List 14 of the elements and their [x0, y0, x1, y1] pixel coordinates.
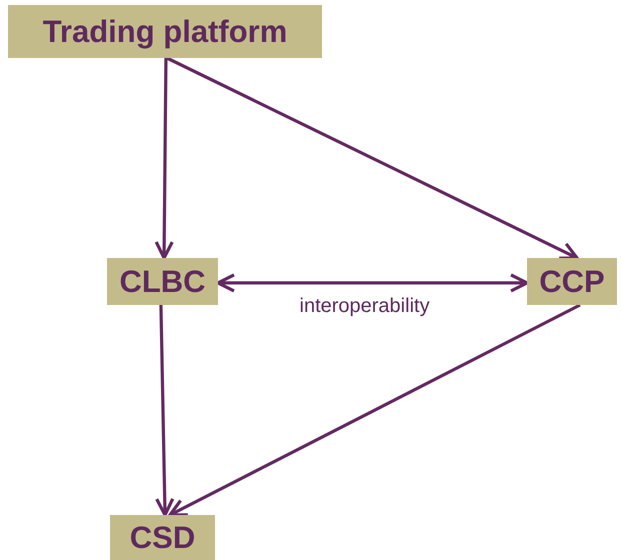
process-box — [527, 258, 617, 305]
edge-label: interoperability — [298, 294, 432, 318]
box-label: CSD — [130, 520, 196, 556]
process-box — [8, 5, 322, 58]
box-label: Trading platform — [42, 14, 288, 50]
box-label: CCP — [539, 264, 605, 300]
arrow — [166, 56, 579, 260]
arrow — [154, 58, 174, 260]
arrow — [168, 304, 581, 517]
arrow — [216, 273, 529, 292]
arrow — [155, 304, 174, 517]
box-label: CLBC — [119, 264, 206, 300]
process-box — [107, 258, 218, 305]
process-box — [110, 515, 215, 560]
